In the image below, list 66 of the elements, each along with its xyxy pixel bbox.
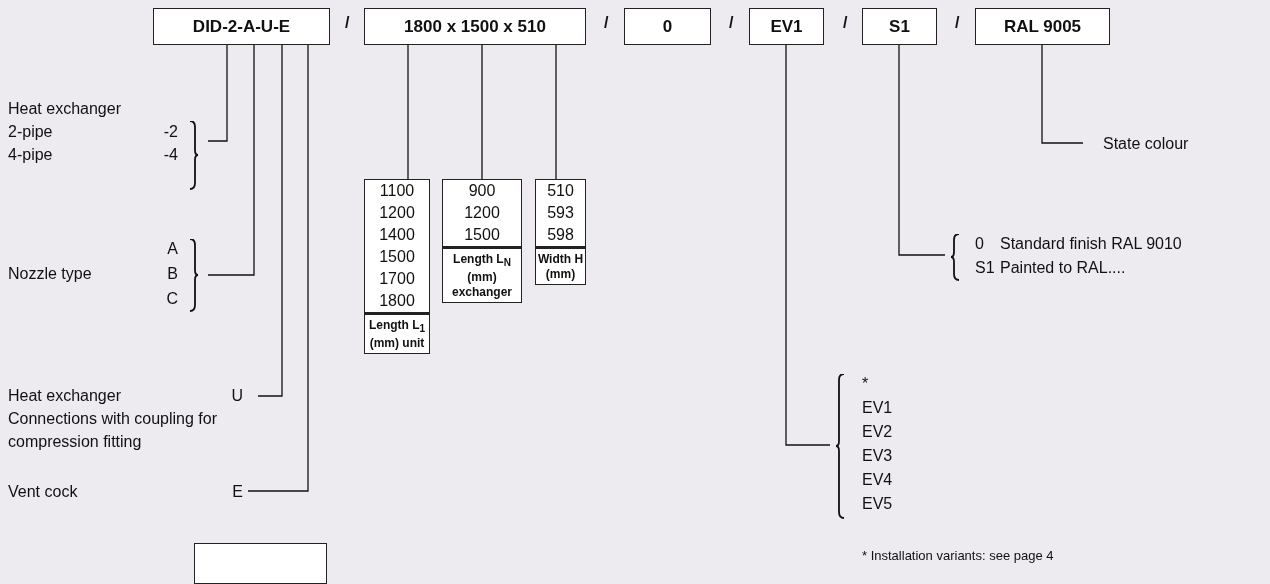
column-heading: Length L$_{1}$ (mm) unit: [365, 312, 429, 354]
code-box: EV1: [749, 8, 824, 45]
option-text: EV3: [862, 446, 893, 466]
column-heading: Width H (mm): [536, 246, 585, 284]
value-text: 1800: [378, 291, 416, 311]
option-text: 2-pipe: [8, 122, 53, 142]
option-text: Vent cock: [8, 482, 78, 502]
option-text: -2: [162, 122, 178, 142]
value-text: 1700: [378, 269, 416, 289]
option-text: EV1: [862, 398, 893, 418]
column-heading: Length L$_{N}$ (mm) exchanger: [443, 246, 521, 303]
option-table: [364, 179, 430, 355]
leader-line: [207, 44, 228, 142]
code-box: 0: [624, 8, 711, 45]
code-box: RAL 9005: [975, 8, 1110, 45]
code-box: 1800 x 1500 x 510: [364, 8, 586, 45]
value-text: 598: [546, 225, 575, 245]
value-text: 1200: [378, 203, 416, 223]
value-text: 900: [467, 181, 497, 201]
leader-line: [207, 44, 255, 276]
option-text: Heat exchanger: [8, 386, 121, 406]
leader-line: [898, 44, 946, 256]
option-text: Heat exchanger: [8, 99, 121, 119]
option-table: [535, 179, 586, 285]
option-text: 4-pipe: [8, 145, 53, 165]
option-text: E: [231, 482, 243, 502]
leader-line: [1041, 44, 1084, 144]
option-text: Connections with coupling for compression fitting: [8, 409, 218, 452]
leader-line: [257, 44, 283, 397]
leader-line: [785, 44, 831, 446]
option-text: B: [166, 264, 178, 284]
option-text: Standard finish RAL 9010: [1000, 234, 1182, 254]
code-box: DID-2-A-U-E: [153, 8, 330, 45]
empty-box: [194, 543, 327, 584]
option-text: EV4: [862, 470, 893, 490]
option-table: [442, 179, 522, 304]
value-text: 593: [546, 203, 575, 223]
value-text: 1200: [463, 203, 501, 223]
separator-slash: /: [604, 14, 609, 32]
option-text: Nozzle type: [8, 264, 92, 284]
option-text: -4: [162, 145, 178, 165]
option-text: EV5: [862, 494, 893, 514]
value-text: 1500: [463, 225, 501, 245]
value-text: 1400: [378, 225, 416, 245]
leader-line: [555, 44, 557, 180]
option-text: S1: [975, 258, 995, 278]
option-text: 0: [975, 234, 984, 254]
code-box: S1: [862, 8, 937, 45]
leader-line: [481, 44, 483, 180]
value-text: 1500: [378, 247, 416, 267]
separator-slash: /: [345, 14, 350, 32]
option-text: Painted to RAL....: [1000, 258, 1126, 278]
option-text: A: [166, 239, 178, 259]
option-text: EV2: [862, 422, 893, 442]
leader-line: [247, 44, 309, 492]
option-text: C: [165, 289, 178, 309]
separator-slash: /: [729, 14, 734, 32]
separator-slash: /: [843, 14, 848, 32]
value-text: 1100: [378, 181, 416, 201]
option-text: U: [230, 386, 243, 406]
option-text: State colour: [1103, 134, 1189, 154]
option-text: *: [862, 374, 869, 394]
leader-line: [407, 44, 409, 180]
footnote: * Installation variants: see page 4: [862, 548, 1054, 563]
value-text: 510: [546, 181, 575, 201]
separator-slash: /: [955, 14, 960, 32]
